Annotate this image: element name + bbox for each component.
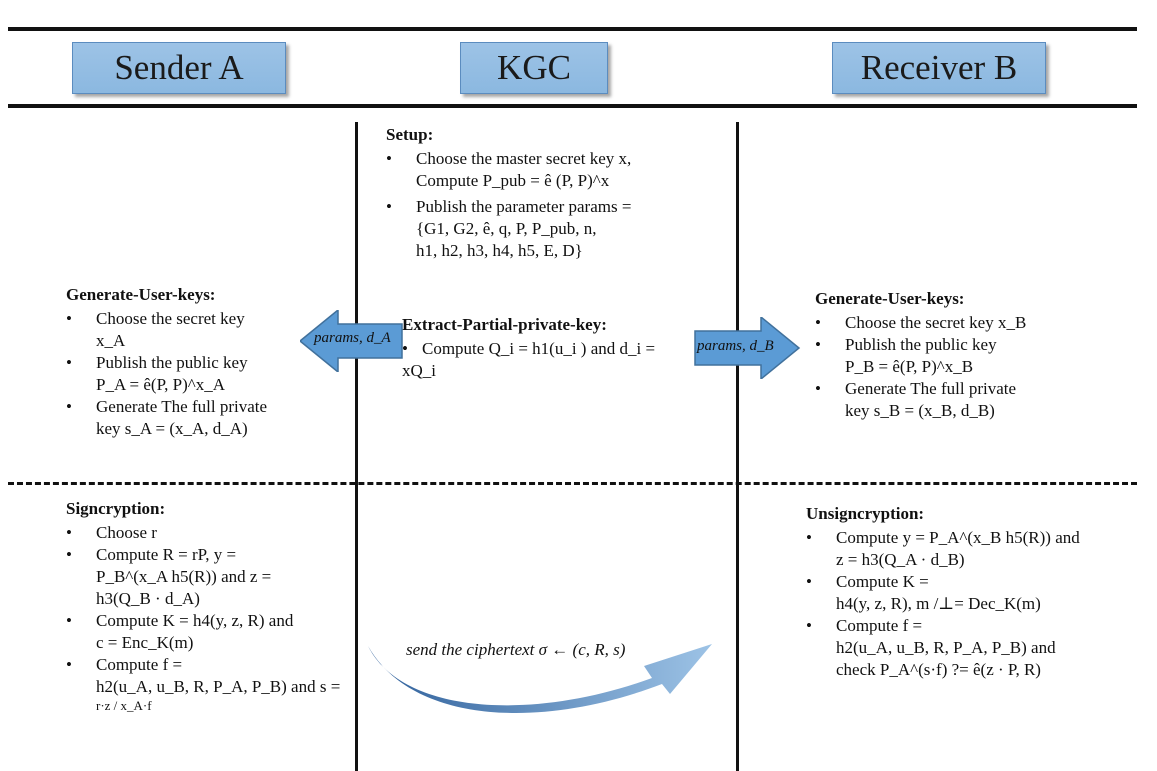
kgc-extract-item1-line2: xQ_i — [402, 361, 436, 380]
receiver-keys-item2-line2: P_B = ê(P, P)^x_B — [845, 357, 974, 376]
header-rule — [8, 104, 1137, 108]
sender-keys-item3-line2: key s_A = (x_A, d_A) — [96, 419, 248, 438]
kgc-setup-item2-line1: Publish the parameter params = — [416, 197, 632, 216]
kgc-extract-block: Extract-Partial-private-key: Compute Q_i… — [402, 314, 694, 382]
signcryption-block: Signcryption: Choose r Compute R = rP, y… — [66, 498, 351, 714]
unsigncryption-item: Compute K = h4(y, z, R), m /⊥= Dec_K(m) — [806, 571, 1106, 615]
signcryption-item1-line1: Choose r — [96, 523, 157, 542]
header-kgc: KGC — [460, 42, 608, 94]
receiver-keys-item1-line1: Choose the secret key x_B — [845, 313, 1027, 332]
header-receiver: Receiver B — [832, 42, 1046, 94]
signcryption-item4-line2: h2(u_A, u_B, R, P_A, P_B) and s = — [96, 677, 341, 696]
top-rule — [8, 27, 1137, 31]
params-arrow-left-label: params, d_A — [314, 330, 391, 346]
receiver-keys-title: Generate-User-keys: — [815, 289, 965, 308]
sender-keys-item1-line1: Choose the secret key — [96, 309, 245, 328]
receiver-keys-item3-line1: Generate The full private — [845, 379, 1017, 398]
signcryption-item4-line3: r·z / x_A·f — [96, 698, 152, 713]
signcryption-item3-line2: c = Enc_K(m) — [96, 633, 194, 652]
unsigncryption-item2-line1: Compute K = — [836, 572, 929, 591]
signcryption-item2-line2: P_B^(x_A h5(R)) and z = — [96, 567, 272, 586]
params-arrow-left — [300, 310, 403, 372]
signcryption-item2-line3: h3(Q_B · d_A) — [96, 589, 200, 608]
signcryption-item3-line1: Compute K = h4(y, z, R) and — [96, 611, 294, 630]
signcryption-item: Choose r — [66, 522, 351, 544]
kgc-setup-block: Setup: Choose the master secret key x, C… — [386, 124, 731, 262]
signcryption-item: Compute K = h4(y, z, R) and c = Enc_K(m) — [66, 610, 351, 654]
unsigncryption-item: Compute y = P_A^(x_B h5(R)) and z = h3(Q… — [806, 527, 1106, 571]
signcryption-item2-line1: Compute R = rP, y = — [96, 545, 237, 564]
receiver-keys-item: Publish the public key P_B = ê(P, P)^x_B — [815, 334, 1095, 378]
sender-keys-item1-line2: x_A — [96, 331, 126, 350]
kgc-setup-item1-line2: Compute P_pub = ê (P, P)^x — [416, 171, 610, 190]
phase-divider — [8, 482, 1137, 485]
header-sender: Sender A — [72, 42, 286, 94]
sender-keys-block: Generate-User-keys: Choose the secret ke… — [66, 284, 316, 440]
kgc-extract-title: Extract-Partial-private-key: — [402, 315, 607, 334]
kgc-setup-item2-line3: h1, h2, h3, h4, h5, E, D} — [416, 241, 583, 260]
column-divider-left — [355, 122, 358, 771]
unsigncryption-block: Unsigncryption: Compute y = P_A^(x_B h5(… — [806, 503, 1106, 681]
kgc-extract-item1-line1: Compute Q_i = h1(u_i ) and d_i = — [422, 339, 656, 358]
unsigncryption-item: Compute f = h2(u_A, u_B, R, P_A, P_B) an… — [806, 615, 1106, 681]
params-arrow-right-label: params, d_B — [697, 338, 774, 354]
column-divider-right — [736, 122, 739, 771]
send-ciphertext-arrow — [368, 644, 712, 713]
header-receiver-label: Receiver B — [860, 48, 1018, 87]
receiver-keys-item2-line1: Publish the public key — [845, 335, 997, 354]
sender-keys-item3-line1: Generate The full private — [96, 397, 268, 416]
receiver-keys-item: Choose the secret key x_B — [815, 312, 1095, 334]
unsigncryption-item3-line3: check P_A^(s·f) ?= ê(z · P, R) — [836, 660, 1041, 679]
sender-keys-item: Choose the secret key x_A — [66, 308, 316, 352]
receiver-keys-item: Generate The full private key s_B = (x_B… — [815, 378, 1095, 422]
signcryption-title: Signcryption: — [66, 499, 166, 518]
unsigncryption-title: Unsigncryption: — [806, 504, 925, 523]
kgc-extract-item: Compute Q_i = h1(u_i ) and d_i = xQ_i — [402, 338, 694, 382]
kgc-setup-item: Publish the parameter params = {G1, G2, … — [386, 196, 731, 262]
kgc-setup-title: Setup: — [386, 125, 434, 144]
kgc-setup-item: Choose the master secret key x, Compute … — [386, 148, 731, 192]
kgc-setup-item2-line2: {G1, G2, ê, q, P, P_pub, n, — [416, 219, 597, 238]
signcryption-item: Compute f = h2(u_A, u_B, R, P_A, P_B) an… — [66, 654, 351, 714]
signcryption-item: Compute R = rP, y = P_B^(x_A h5(R)) and … — [66, 544, 351, 610]
unsigncryption-item3-line2: h2(u_A, u_B, R, P_A, P_B) and — [836, 638, 1056, 657]
unsigncryption-item3-line1: Compute f = — [836, 616, 923, 635]
kgc-setup-item1-line1: Choose the master secret key x, — [416, 149, 632, 168]
send-ciphertext-label: send the ciphertext σ ← (c, R, s) — [406, 640, 626, 659]
signcryption-item4-line1: Compute f = — [96, 655, 183, 674]
header-sender-label: Sender A — [114, 48, 244, 87]
receiver-keys-item3-line2: key s_B = (x_B, d_B) — [845, 401, 995, 420]
header-kgc-label: KGC — [497, 48, 571, 87]
unsigncryption-item1-line1: Compute y = P_A^(x_B h5(R)) and — [836, 528, 1080, 547]
sender-keys-item2-line1: Publish the public key — [96, 353, 248, 372]
receiver-keys-block: Generate-User-keys: Choose the secret ke… — [815, 288, 1095, 422]
sender-keys-title: Generate-User-keys: — [66, 285, 216, 304]
params-arrow-right — [694, 317, 801, 379]
sender-keys-item: Publish the public key P_A = ê(P, P)^x_A — [66, 352, 316, 396]
unsigncryption-item1-line2: z = h3(Q_A · d_B) — [836, 550, 965, 569]
sender-keys-item: Generate The full private key s_A = (x_A… — [66, 396, 316, 440]
sender-keys-item2-line2: P_A = ê(P, P)^x_A — [96, 375, 226, 394]
unsigncryption-item2-line2: h4(y, z, R), m /⊥= Dec_K(m) — [836, 594, 1041, 613]
